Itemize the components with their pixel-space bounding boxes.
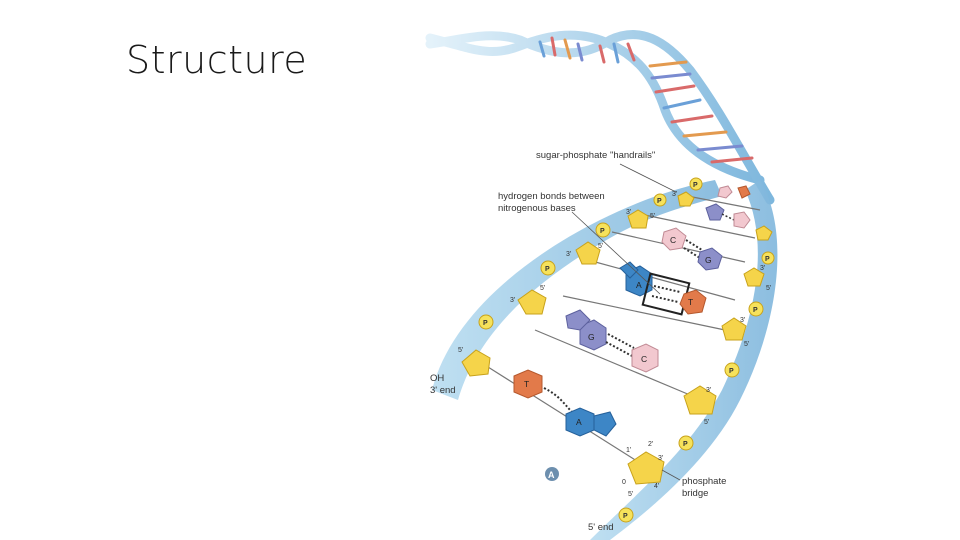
base-pair-4: C G [661,227,723,271]
cytosine-base [661,227,687,251]
guanine-base [579,319,607,351]
prime-label: 5' [598,243,603,250]
phosphate-letter: P [693,182,698,189]
phosphate-letter: P [545,266,550,273]
sugar [627,451,665,485]
base-pair-1: T A [513,369,617,437]
prime-label: 5' [650,213,655,220]
sugar [755,225,773,241]
label-oh: OH [430,373,444,384]
label-5-end: 5' end [588,522,614,533]
label-hydrogen-bonds-line2: nitrogenous bases [498,203,576,214]
label-phosphate-bridge-line1: phosphate [682,476,726,487]
sugar [575,241,601,265]
cytosine-base [631,343,659,373]
phosphate-letter: P [600,228,605,235]
phosphate-letter: P [483,320,488,327]
phosphate-letter: P [683,441,688,448]
thymine-base [679,289,707,315]
left-backbone-ribbon [432,180,722,400]
thymine-base [513,369,543,399]
right-strand-sugars [627,225,773,485]
prime-label: 3' [740,317,745,324]
right-backbone-ribbon [590,180,778,540]
left-strand-sugars [461,191,695,377]
carbon-label: 5' [628,491,633,498]
base-pair-2: G C [565,309,659,373]
carbon-label: 1' [626,447,631,454]
guanine-base [697,247,723,271]
carbon-label: 4' [654,483,659,490]
prime-label: 3' [672,191,677,198]
helix-rungs [538,36,754,164]
label-sugar-phosphate-handrails: sugar-phosphate "handrails" [536,150,655,161]
phosphate-letter: P [657,198,662,205]
prime-label: 5' [458,347,463,354]
carbon-label: 3' [658,455,663,462]
double-helix-top [425,30,775,205]
phosphate-letter: P [729,368,734,375]
carbon-label: 2' [648,441,653,448]
prime-label: 5' [540,285,545,292]
base-letter: G [588,332,595,342]
phosphate-letter: P [765,256,770,263]
base-letter: A [576,417,582,427]
sugar [677,191,695,207]
prime-label: 3' [566,251,571,258]
prime-labels: 5' 3' 5' 3' 5' 3' 5' 3' 3' 5' 3' 5' 3' 5… [458,191,771,426]
prime-label: 5' [744,341,749,348]
carbon-label: 0 [622,479,626,486]
sugar [743,267,765,287]
backbone-connectors [487,194,761,464]
panel-marker: A [545,467,559,481]
sugar [627,209,649,229]
sugar [517,289,547,315]
slide-title: Structure [126,38,308,82]
label-3-end: 3' end [430,385,456,396]
prime-label: 5' [704,419,709,426]
sugar [683,385,717,415]
upper-bases [705,185,751,229]
panel-letter: A [548,470,555,480]
prime-label: 3' [706,387,711,394]
base-letter: A [636,280,642,290]
base-letter: C [641,354,647,364]
base-pair-3: A T [619,261,707,316]
phosphate-letter: P [623,513,628,520]
hydrogen-bond-highlight [641,272,691,316]
leader-lines [571,163,681,481]
base-letter: T [524,379,529,389]
right-phosphates: P P P P P [618,251,775,523]
base-letter: G [705,255,712,265]
prime-label: 3' [760,265,765,272]
base-letter: C [670,235,676,245]
base-letter: T [688,297,693,307]
prime-label: 3' [510,297,515,304]
phosphate-letter: P [753,307,758,314]
label-phosphate-bridge-line2: bridge [682,488,708,499]
label-hydrogen-bonds-line1: hydrogen bonds between [498,191,605,202]
carbon-numbering: 1' 2' 3' 4' 5' 0 [622,441,663,498]
sugar [721,317,747,341]
prime-label: 3' [626,209,631,216]
prime-label: 5' [766,285,771,292]
left-phosphates: P P P P P [478,177,703,330]
sugar [461,349,491,377]
